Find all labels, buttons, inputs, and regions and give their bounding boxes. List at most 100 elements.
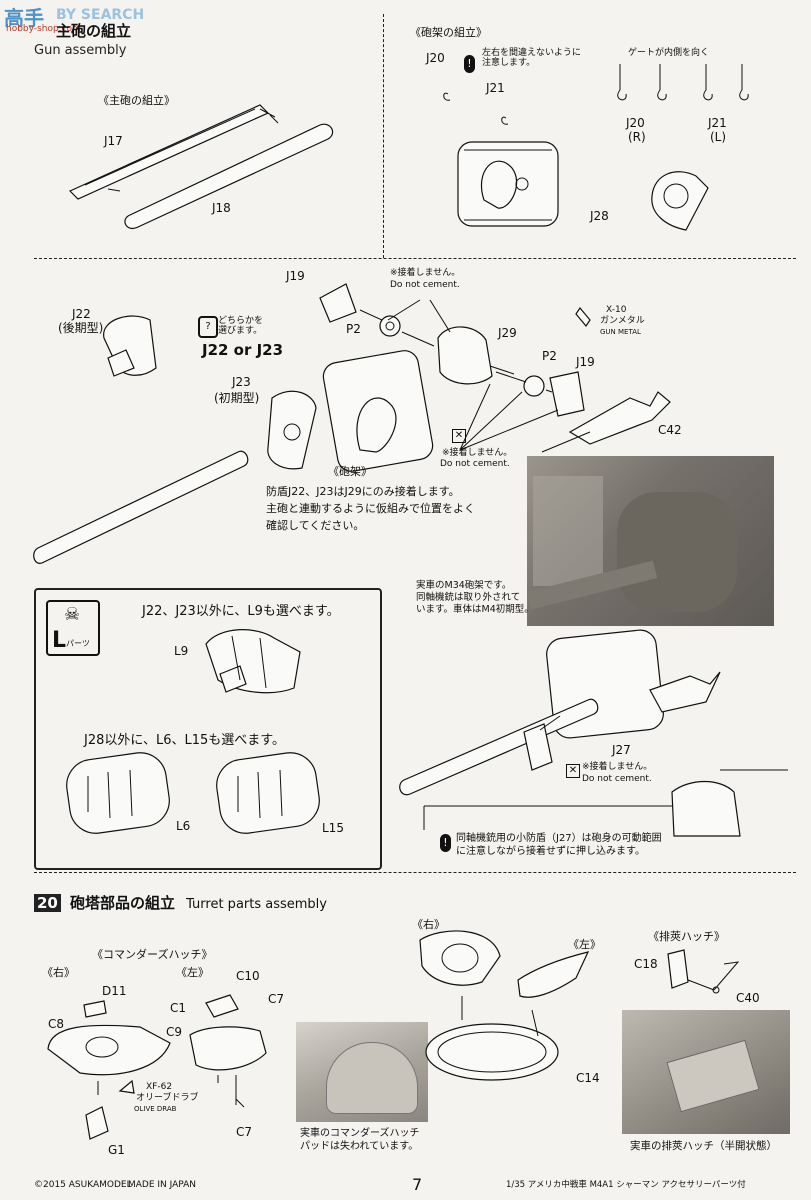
part-j23: J23 <box>232 375 251 389</box>
part-p2a: P2 <box>346 322 361 336</box>
part-g1: G1 <box>108 1143 125 1157</box>
commander-hatch-subtitle: 《コマンダーズハッチ》 <box>92 948 213 961</box>
footer-made-in: MADE IN JAPAN <box>128 1180 197 1190</box>
part-c9: C9 <box>166 1025 183 1039</box>
part-j29: J29 <box>498 326 517 340</box>
mount-assembly-subtitle: 《砲架の組立》 <box>410 26 487 39</box>
l15-drawing <box>216 752 320 834</box>
gate-label-j21: J21 <box>708 116 727 130</box>
j27-warning-icon: ! <box>440 834 451 852</box>
l-parts-badge-label: パーツ <box>66 639 90 648</box>
j27-cement-jp: ※接着しません。 <box>582 762 653 772</box>
do-not-cement-jp: ※接着しません。 <box>390 268 461 278</box>
choose-note: どちらかを 選びます。 <box>218 316 264 336</box>
l-parts-icon: ☠ <box>64 604 81 625</box>
do-not-cement-en: Do not cement. <box>390 280 460 290</box>
mount-side-drawing <box>651 171 709 231</box>
do-not-cement-en2: Do not cement. <box>440 459 510 469</box>
part-j19b: J19 <box>576 355 595 369</box>
part-j27: J27 <box>612 743 631 757</box>
part-j20: J20 <box>426 51 445 65</box>
step19-title-jp: 主砲の組立 <box>56 22 132 40</box>
part-p2b: P2 <box>542 349 557 363</box>
part-j28: J28 <box>590 209 609 223</box>
l9-drawing <box>205 629 301 694</box>
choose-parts: J22 or J23 <box>202 341 284 359</box>
step19-title-en: Gun assembly <box>34 43 127 58</box>
l6-drawing <box>66 752 170 834</box>
do-not-cement-jp2: ※接着しません。 <box>442 448 513 458</box>
l-option1: J22、J23以外に、L9も選べます。 <box>142 604 340 619</box>
j27-note: 同軸機銃用の小防盾（J27）は砲身の可動範囲 に注意しながら接着せずに押し込みま… <box>456 833 662 857</box>
part-c42: C42 <box>658 423 682 437</box>
j27-cement-en: Do not cement. <box>582 774 652 784</box>
vent-hatch-drawing <box>667 949 740 994</box>
paint-name-jp: ガンメタル <box>600 316 645 326</box>
mount-note: 左右を間違えないように 注意します。 <box>482 48 581 68</box>
mount-instructions: 防盾J22、J23はJ29にのみ接着します。 主砲と連動するように仮組みで位置を… <box>266 485 475 532</box>
j27-no-cement-icon: ✕ <box>566 764 580 778</box>
part-c40: C40 <box>736 991 760 1005</box>
vent-photo-caption: 実車の排莢ハッチ（半開状態） <box>630 1140 777 1152</box>
part-c18: C18 <box>634 957 658 971</box>
commander-photo-caption: 実車のコマンダーズハッチ パッドは失われています。 <box>300 1128 420 1152</box>
watermark-logo-text: 高手 <box>4 6 44 30</box>
watermark-logo: 高手 BY SEARCH hobby-shop.com <box>2 2 152 38</box>
step20-header: 20 砲塔部品の組立 Turret parts assembly <box>34 892 327 913</box>
olive-paint-en: OLIVE DRAB <box>134 1105 177 1113</box>
turret-hatch-drawing <box>419 930 590 1081</box>
part-j18: J18 <box>212 201 231 215</box>
warning-icon: ! <box>464 55 475 73</box>
part-c14: C14 <box>576 1071 600 1085</box>
l-parts-badge: ☠ L パーツ <box>46 600 100 656</box>
part-d11: D11 <box>102 984 127 998</box>
choose-icon: ? <box>198 316 218 338</box>
part-c1: C1 <box>170 1001 187 1015</box>
turret-right-label: 《右》 <box>412 918 445 931</box>
olive-paint-jp: オリーブドラブ <box>136 1093 199 1103</box>
watermark-site: hobby-shop.com <box>6 24 81 34</box>
gate-direction-drawing <box>617 64 749 101</box>
paint-name-en: GUN METAL <box>600 328 641 336</box>
j27-hull-drawing <box>423 769 788 837</box>
paint-code: X-10 <box>606 305 627 315</box>
gun-barrel-drawing <box>68 104 334 229</box>
real-mount-photo <box>527 456 774 626</box>
part-c7a: C7 <box>268 992 285 1006</box>
footer-product: 1/35 アメリカ中戦車 M4A1 シャーマン アクセサリーパーツ付 <box>506 1180 746 1190</box>
gate-label-l: (L) <box>710 130 727 144</box>
part-j21: J21 <box>486 81 505 95</box>
part-j19a: J19 <box>286 269 305 283</box>
j27-assembly-drawing <box>399 629 721 796</box>
divider-1 <box>34 258 796 259</box>
gun-mount-drawing <box>443 92 559 227</box>
part-l9: L9 <box>174 644 189 658</box>
gate-note: ゲートが内側を向く <box>628 48 710 58</box>
watermark-brand: BY SEARCH <box>56 7 145 23</box>
step20-number: 20 <box>34 894 61 912</box>
photo-caption: 実車のM34砲架です。 同軸機銃は取り外されて います。車体はM4初期型。 <box>416 580 534 615</box>
page-number: 7 <box>412 1175 423 1194</box>
part-l6: L6 <box>176 819 191 833</box>
vent-hatch-subtitle: 《排莢ハッチ》 <box>648 930 725 943</box>
cmdr-left-label: 《左》 <box>176 966 209 979</box>
cmdr-right-label: 《右》 <box>42 966 75 979</box>
gun-assembly-subtitle: 《主砲の組立》 <box>98 94 175 107</box>
divider-vertical <box>383 14 384 258</box>
l-letter: L <box>52 628 67 653</box>
commander-hatch-photo <box>296 1022 428 1122</box>
part-j17: J17 <box>104 134 123 148</box>
step20-title-en: Turret parts assembly <box>186 897 327 912</box>
turret-left-label: 《左》 <box>568 938 601 951</box>
part-j23-type: (初期型) <box>214 391 260 405</box>
l-option2: J28以外に、L6、L15も選べます。 <box>84 733 285 748</box>
part-c10: C10 <box>236 969 260 983</box>
part-j22: J22 <box>72 307 91 321</box>
olive-paint-code: XF-62 <box>146 1082 173 1092</box>
divider-2 <box>34 872 796 873</box>
main-assembly-drawing <box>33 283 671 564</box>
footer-copyright: ©2015 ASUKAMODEL <box>34 1180 132 1190</box>
l-parts-box <box>34 588 382 870</box>
part-c7b: C7 <box>236 1125 253 1139</box>
step19-header: 主砲の組立 Gun assembly <box>34 20 131 58</box>
